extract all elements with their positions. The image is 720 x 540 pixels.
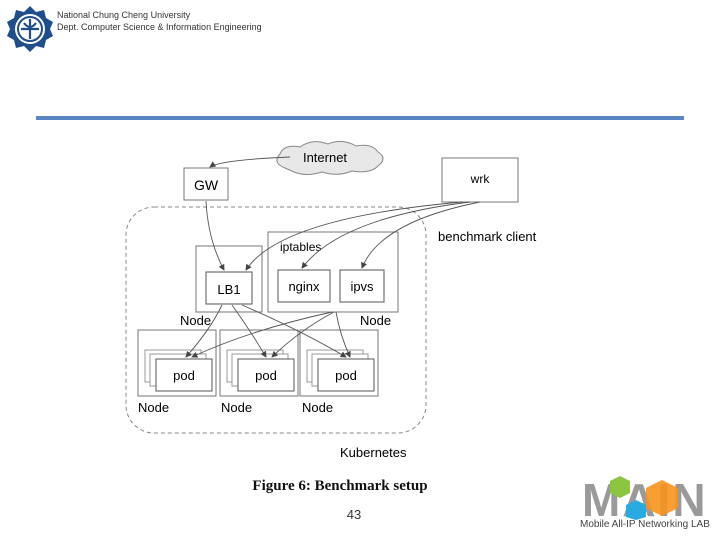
ipvs-box [339, 269, 385, 303]
arrow-wrk-ipvs [361, 201, 481, 269]
pod-label: pod [335, 368, 357, 383]
main-lab-logo: MAIN [582, 474, 706, 520]
pod-box [237, 358, 295, 392]
kubernetes-label: Kubernetes [340, 445, 407, 460]
pod-node-2: pod Node [219, 329, 299, 415]
internet-cloud: Internet [276, 140, 384, 175]
gw-box [183, 167, 229, 201]
header-department: Dept. Computer Science & Information Eng… [57, 22, 262, 32]
arrow-gw-lb1 [205, 200, 225, 271]
pod-label: pod [255, 368, 277, 383]
pod-node-3-label: Node [302, 400, 333, 415]
arrow-ipvs-pod3 [335, 311, 351, 358]
header-university: National Chung Cheng University [57, 10, 191, 20]
pod-node-1: pod Node [137, 329, 217, 415]
arrow-wrk-nginx [301, 201, 471, 269]
pod-box [317, 358, 375, 392]
lb1-label: LB1 [217, 282, 240, 297]
page-number: 43 [346, 507, 362, 522]
wrk-label: wrk [470, 172, 491, 186]
arrow-wrk-lb1 [245, 201, 463, 271]
iptables-node-label: Node [360, 313, 391, 328]
internet-label: Internet [303, 150, 347, 165]
pod-node-2-label: Node [221, 400, 252, 415]
lb-node-label: Node [180, 313, 211, 328]
university-seal-logo [7, 6, 53, 52]
gw-label: GW [194, 177, 219, 193]
title-divider [36, 116, 684, 120]
pod-label: pod [173, 368, 195, 383]
lb1-box [205, 271, 253, 305]
iptables-label: iptables [280, 240, 321, 254]
kubernetes-cluster-boundary [125, 206, 427, 434]
arrow-lb1-pod1 [185, 304, 223, 358]
figure-caption: Figure 6: Benchmark setup [252, 478, 428, 494]
arrow-lb1-pod2 [231, 304, 267, 358]
ipvs-label: ipvs [350, 279, 374, 294]
arrow-internet-gw [209, 156, 291, 168]
arrow-ipvs-pod2 [271, 311, 335, 358]
wrk-box [441, 157, 519, 203]
arrow-lb1-pod3 [241, 304, 347, 358]
arrow-ipvs-pod1 [191, 311, 333, 358]
lab-logo-subtitle: Mobile All-IP Networking LAB [580, 519, 710, 530]
benchmark-client-label: benchmark client [438, 229, 537, 244]
pod-node-3: pod Node [299, 329, 379, 415]
nginx-box [277, 269, 331, 303]
pod-box [155, 358, 213, 392]
pod-node-1-label: Node [138, 400, 169, 415]
nginx-label: nginx [288, 279, 320, 294]
